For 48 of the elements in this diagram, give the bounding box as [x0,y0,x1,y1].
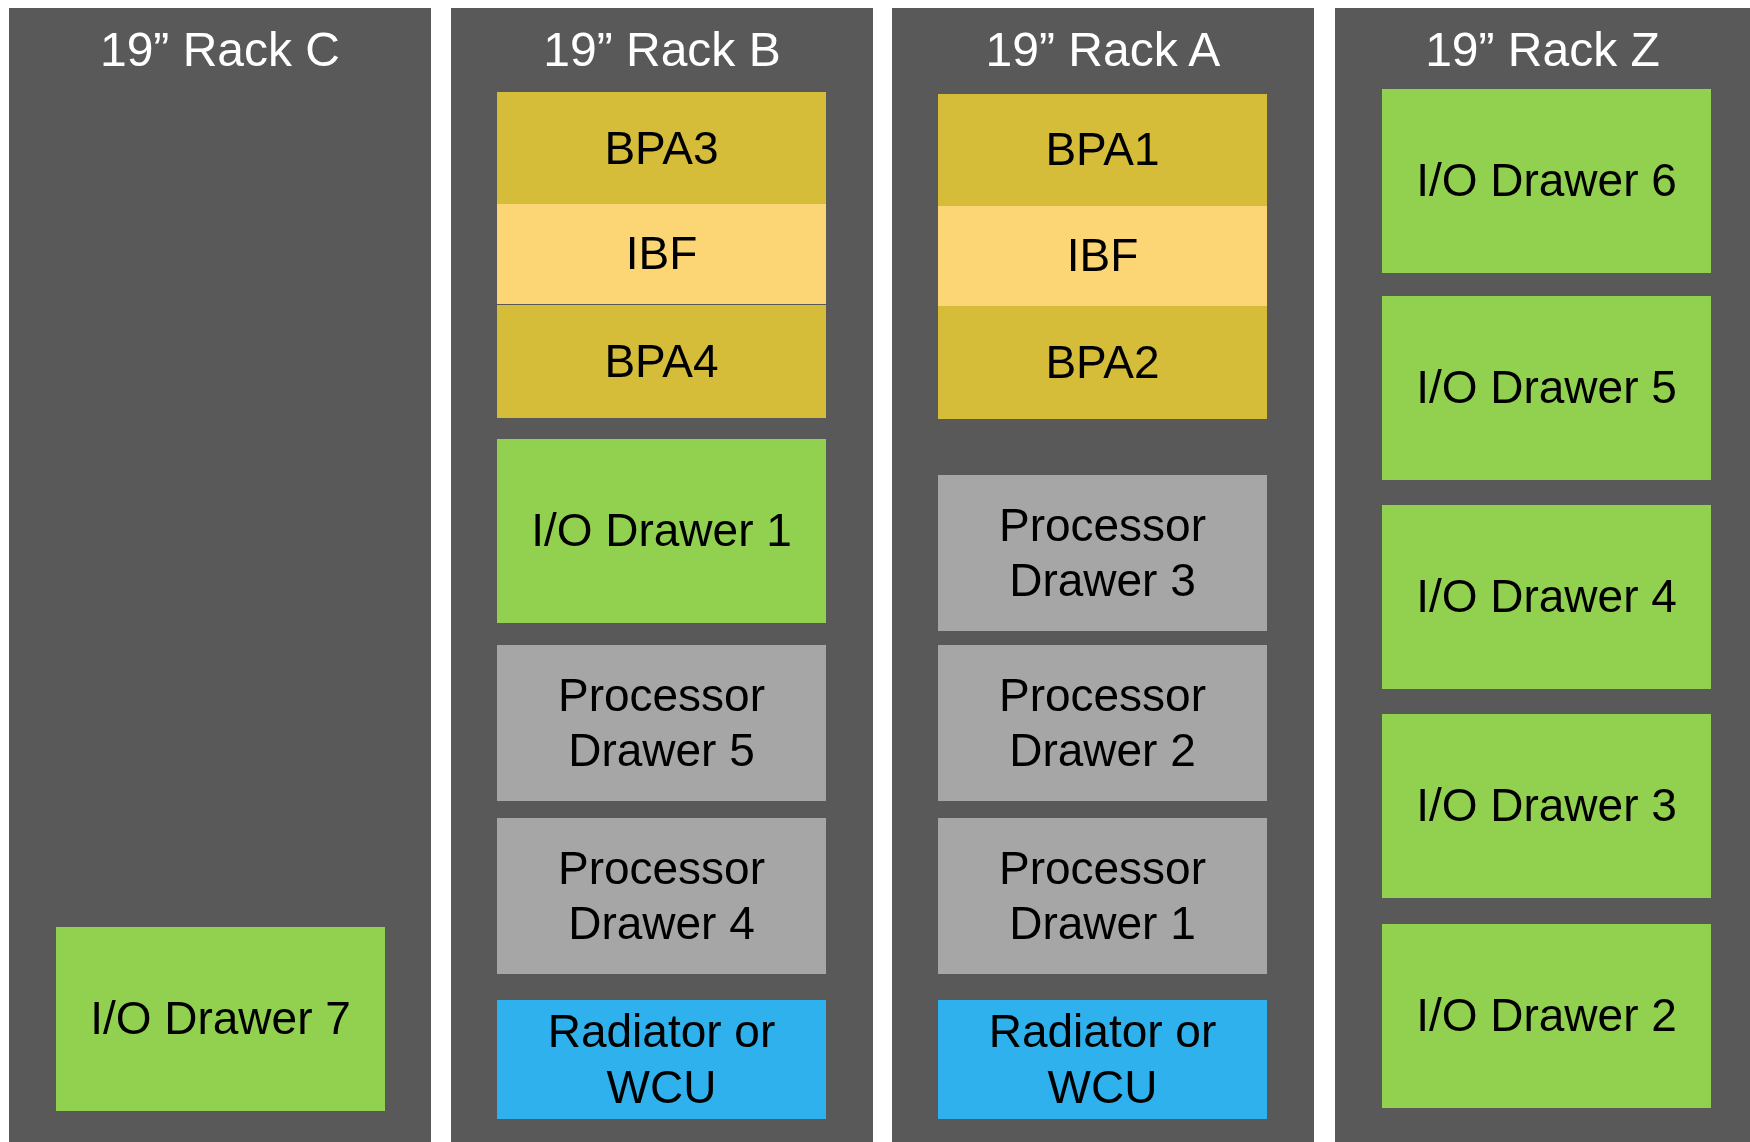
drawer-box [497,818,826,974]
drawer-label: I/O Drawer 4 [1415,569,1678,625]
drawer-box [1382,714,1711,898]
drawer-label: BPA2 [1044,334,1161,390]
drawer-box [1382,505,1711,689]
drawer-label: I/O Drawer 2 [1415,988,1678,1044]
cooling-unit-box [497,1000,826,1119]
drawer-label: BPA4 [603,333,720,389]
drawer-label: I/O Drawer 5 [1415,360,1678,416]
drawer-box [1382,89,1711,273]
rack-panel [451,8,873,1142]
rack-heading: 19” Rack Z [1425,22,1660,77]
battery-module-box [938,206,1267,306]
drawer-label: I/O Drawer 7 [89,991,352,1047]
drawer-label: IBF [624,226,699,282]
rack-heading: 19” Rack A [985,22,1221,77]
drawer-box [938,475,1267,631]
drawer-box [497,645,826,801]
drawer-box [938,645,1267,801]
drawer-label: Radiator or WCU [987,1004,1218,1115]
drawer-label: I/O Drawer 6 [1415,153,1678,209]
drawer-label: Processor Drawer 1 [997,840,1208,951]
battery-module-box [497,204,826,304]
rack-heading: 19” Rack C [99,22,341,77]
drawer-label: Processor Drawer 2 [997,667,1208,778]
drawer-label: Processor Drawer 3 [997,497,1208,608]
drawer-label: I/O Drawer 3 [1415,778,1678,834]
rack-panel [1335,8,1750,1142]
power-module-box [938,306,1267,419]
power-module-box [938,94,1267,206]
drawer-box [938,818,1267,974]
drawer-label: Processor Drawer 4 [556,840,767,951]
drawer-box [56,927,385,1111]
drawer-box [1382,296,1711,480]
rack-heading: 19” Rack B [543,22,781,77]
drawer-label: I/O Drawer 1 [530,503,793,559]
power-module-box [497,92,826,205]
drawer-label: BPA1 [1044,122,1161,178]
drawer-box [1382,924,1711,1108]
rack-panel [9,8,431,1142]
drawer-label: IBF [1065,228,1140,284]
drawer-label: Radiator or WCU [546,1004,777,1115]
drawer-label: Processor Drawer 5 [556,667,767,778]
rack-panel [892,8,1314,1142]
power-module-box [497,305,826,418]
drawer-label: BPA3 [603,120,720,176]
drawer-box [497,439,826,623]
cooling-unit-box [938,1000,1267,1119]
